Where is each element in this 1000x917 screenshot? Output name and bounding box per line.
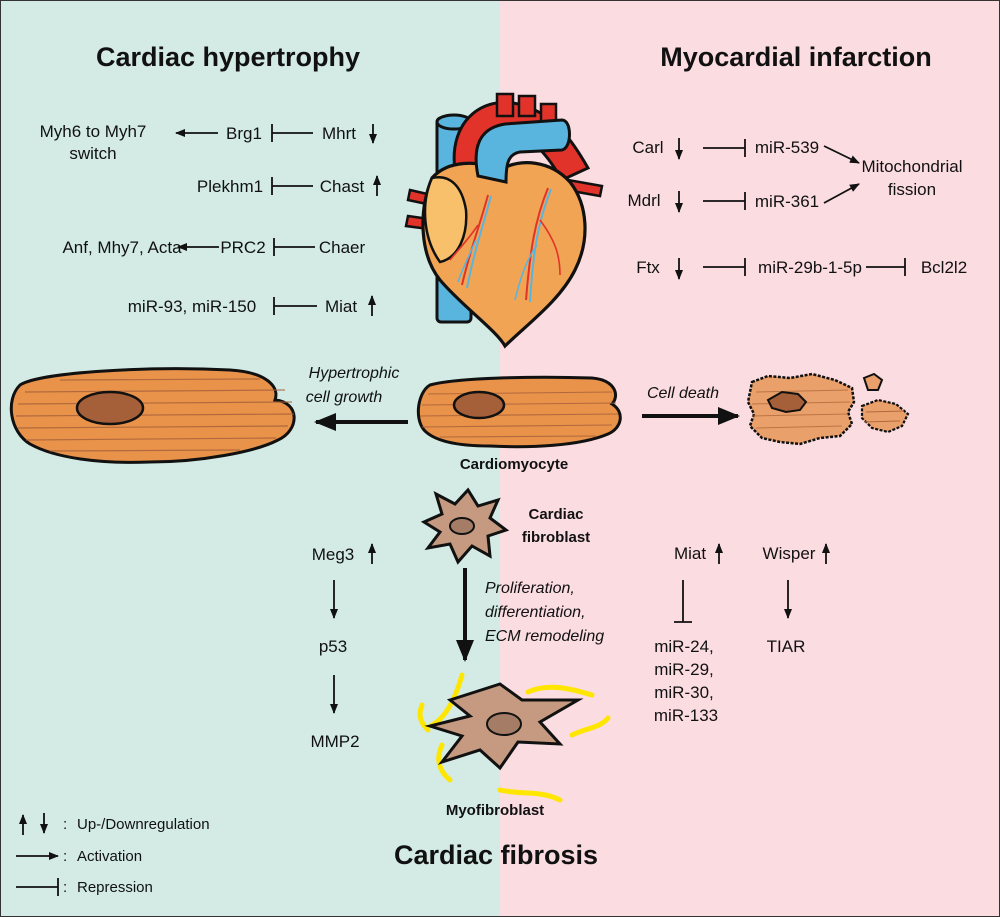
mito-fission-label: Mitochondrial <box>861 157 962 176</box>
mir24-label: miR-24, <box>654 637 714 656</box>
bcl2l2-label: Bcl2l2 <box>921 258 967 277</box>
hypertrophy-pathways: Myh6 to Myh7 switch Brg1 Mhrt Plekhm1 Ch… <box>40 122 381 316</box>
nucleus-icon <box>486 712 522 736</box>
activation-arrow <box>823 183 860 204</box>
cardiomyocyte-label: Cardiomyocyte <box>460 456 568 473</box>
legend-colon: : <box>63 816 67 833</box>
p53-label: p53 <box>319 637 347 656</box>
hypertrophic-growth-label: Hypertrophic <box>309 365 400 382</box>
myofibroblast-cell <box>417 672 611 803</box>
plekhm1-label: Plekhm1 <box>197 177 263 196</box>
mmp2-label: MMP2 <box>310 732 359 751</box>
wisper-label: Wisper <box>763 544 816 563</box>
infarction-pathways: Carl miR-539 Mitochondrial fission Mdrl … <box>627 138 967 280</box>
mdrl-label: Mdrl <box>627 191 660 210</box>
meg3-label: Meg3 <box>312 545 355 564</box>
legend: : Up-/Downregulation : Activation : Repr… <box>16 813 210 896</box>
mir93-label: miR-93, miR-150 <box>128 297 256 316</box>
cardiac-fibroblast-cell <box>420 487 510 565</box>
infarction-background <box>500 0 1000 917</box>
mhrt-label: Mhrt <box>322 124 356 143</box>
miat-hypertrophy-label: Miat <box>325 297 357 316</box>
legend-colon: : <box>63 879 67 896</box>
tiar-label: TIAR <box>767 637 806 656</box>
miat-fibrosis-label: Miat <box>674 544 706 563</box>
title-myocardial-infarction: Myocardial infarction <box>660 42 932 72</box>
cardiomyocyte-cell <box>416 375 622 449</box>
cardiac-fibroblast-label: Cardiac <box>528 506 583 523</box>
proliferation-label: Proliferation, <box>485 580 575 597</box>
title-cardiac-fibrosis: Cardiac fibrosis <box>394 840 598 870</box>
mir29-label: miR-29, <box>654 660 714 679</box>
legend-activation-label: Activation <box>77 848 142 865</box>
mir539-label: miR-539 <box>755 138 819 157</box>
miat-fibrosis-pathway: Miat miR-24, miR-29, miR-30, miR-133 <box>654 543 723 725</box>
heart-illustration <box>404 92 604 349</box>
nucleus-icon <box>449 517 475 535</box>
prc2-label: PRC2 <box>220 238 265 257</box>
myh-switch-label: Myh6 to Myh7 <box>40 122 147 141</box>
meg3-pathway: Meg3 p53 MMP2 <box>310 543 376 751</box>
legend-colon: : <box>63 848 67 865</box>
nucleus-icon <box>75 390 145 426</box>
mito-fission-label-2: fission <box>888 180 936 199</box>
chast-label: Chast <box>320 177 365 196</box>
dead-cardiomyocyte <box>746 372 910 446</box>
chaer-label: Chaer <box>319 238 366 257</box>
mir30-label: miR-30, <box>654 683 714 702</box>
cardiac-fibroblast-label-2: fibroblast <box>522 529 590 546</box>
myofibroblast-label: Myofibroblast <box>446 802 544 819</box>
ecm-fibers <box>417 672 611 803</box>
differentiation-label: differentiation, <box>485 604 586 621</box>
brg1-label: Brg1 <box>226 124 262 143</box>
anf-label: Anf, Mhy7, Acta <box>62 238 182 257</box>
mir29b-label: miR-29b-1-5p <box>758 258 862 277</box>
legend-updown-label: Up-/Downregulation <box>77 816 210 833</box>
wisper-pathway: Wisper TIAR <box>763 543 830 656</box>
myh-switch-label-2: switch <box>69 144 116 163</box>
ecm-remodeling-label: ECM remodeling <box>485 628 604 645</box>
mir361-label: miR-361 <box>755 192 819 211</box>
nucleus-icon <box>452 390 506 420</box>
activation-arrow <box>823 145 860 164</box>
hypertrophic-cardiomyocyte <box>9 367 296 464</box>
carl-label: Carl <box>632 138 663 157</box>
title-cardiac-hypertrophy: Cardiac hypertrophy <box>96 42 360 72</box>
ftx-label: Ftx <box>636 258 660 277</box>
cell-death-label: Cell death <box>647 385 719 402</box>
mir133-label: miR-133 <box>654 706 718 725</box>
legend-repression-label: Repression <box>77 879 153 896</box>
hypertrophic-growth-label-2: cell growth <box>306 389 383 406</box>
